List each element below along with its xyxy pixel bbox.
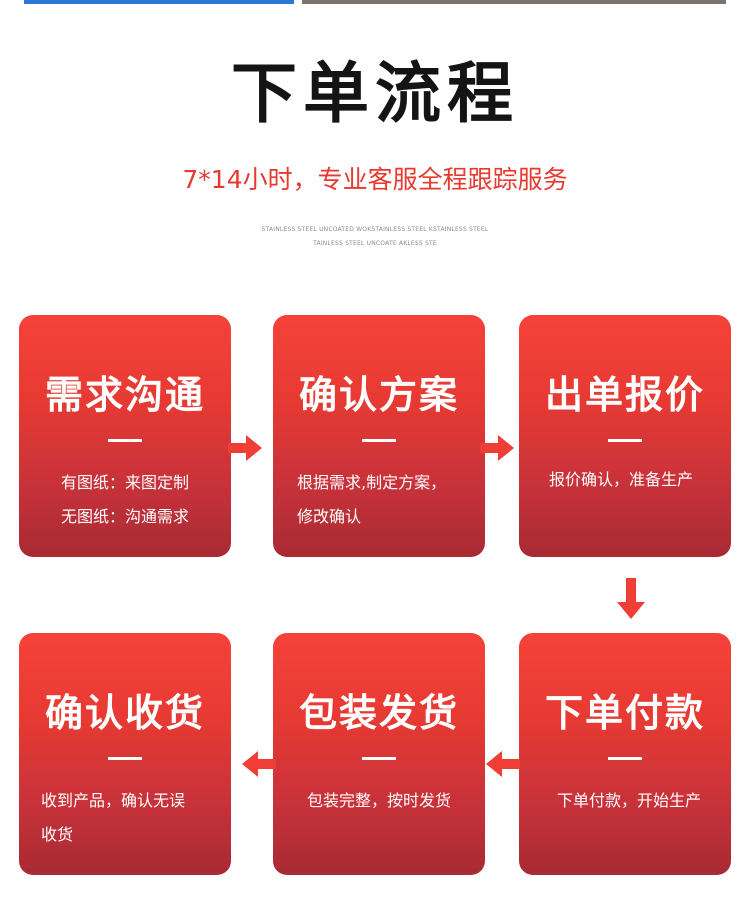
step-description-line: 无图纸：沟通需求 bbox=[60, 507, 189, 526]
step-description-line: 收货 bbox=[41, 825, 74, 844]
step-description-line: 收到产品，确认无误 bbox=[41, 791, 186, 810]
step-divider bbox=[608, 439, 642, 442]
arrow-left-icon bbox=[240, 748, 276, 780]
step-card-confirm-plan: 确认方案 根据需求,制定方案， 修改确认 bbox=[273, 315, 485, 557]
top-banner-left-strip bbox=[24, 0, 294, 4]
step-description: 根据需求,制定方案， 修改确认 bbox=[273, 466, 485, 534]
arrow-right-icon bbox=[228, 432, 264, 464]
step-divider bbox=[108, 439, 142, 442]
step-description-line: 下单付款，开始生产 bbox=[557, 791, 702, 810]
step-description: 包装完整，按时发货 bbox=[273, 784, 485, 818]
step-card-pack-ship: 包装发货 包装完整，按时发货 bbox=[273, 633, 485, 875]
top-banner-right-strip bbox=[302, 0, 726, 4]
step-description: 报价确认，准备生产 bbox=[519, 463, 731, 497]
decorative-fine-print-1: STAINLESS STEEL UNCOATED WOKSTAINLESS ST… bbox=[261, 226, 489, 233]
step-title: 包装发货 bbox=[298, 691, 459, 735]
step-divider bbox=[608, 757, 642, 760]
page-subtitle: 7*14小时，专业客服全程跟踪服务 bbox=[182, 165, 568, 194]
step-description-line: 报价确认，准备生产 bbox=[549, 470, 694, 489]
step-card-quotation: 出单报价 报价确认，准备生产 bbox=[519, 315, 731, 557]
step-title: 下单付款 bbox=[544, 691, 705, 735]
step-description-line: 根据需求,制定方案， bbox=[297, 473, 447, 492]
step-title: 需求沟通 bbox=[44, 373, 205, 417]
step-description-line: 包装完整，按时发货 bbox=[306, 791, 451, 810]
step-card-demand-communication: 需求沟通 有图纸：来图定制 无图纸：沟通需求 bbox=[19, 315, 231, 557]
step-card-order-payment: 下单付款 下单付款，开始生产 bbox=[519, 633, 731, 875]
step-description: 收到产品，确认无误 收货 bbox=[19, 784, 231, 852]
arrow-down-icon bbox=[615, 578, 647, 620]
page-title: 下单流程 bbox=[231, 55, 519, 132]
step-title: 确认方案 bbox=[298, 373, 459, 417]
step-divider bbox=[108, 757, 142, 760]
step-description: 下单付款，开始生产 bbox=[519, 784, 731, 818]
step-title: 确认收货 bbox=[44, 691, 205, 735]
step-description: 有图纸：来图定制 无图纸：沟通需求 bbox=[19, 466, 231, 534]
step-title: 出单报价 bbox=[544, 373, 705, 417]
step-divider bbox=[362, 439, 396, 442]
step-card-confirm-receipt: 确认收货 收到产品，确认无误 收货 bbox=[19, 633, 231, 875]
arrow-right-icon bbox=[480, 432, 516, 464]
arrow-left-icon bbox=[484, 748, 520, 780]
step-description-line: 修改确认 bbox=[297, 507, 362, 526]
step-divider bbox=[362, 757, 396, 760]
step-description-line: 有图纸：来图定制 bbox=[60, 473, 189, 492]
decorative-fine-print-2: TAINLESS STEEL UNCOATE AKLESS STE bbox=[313, 240, 437, 247]
